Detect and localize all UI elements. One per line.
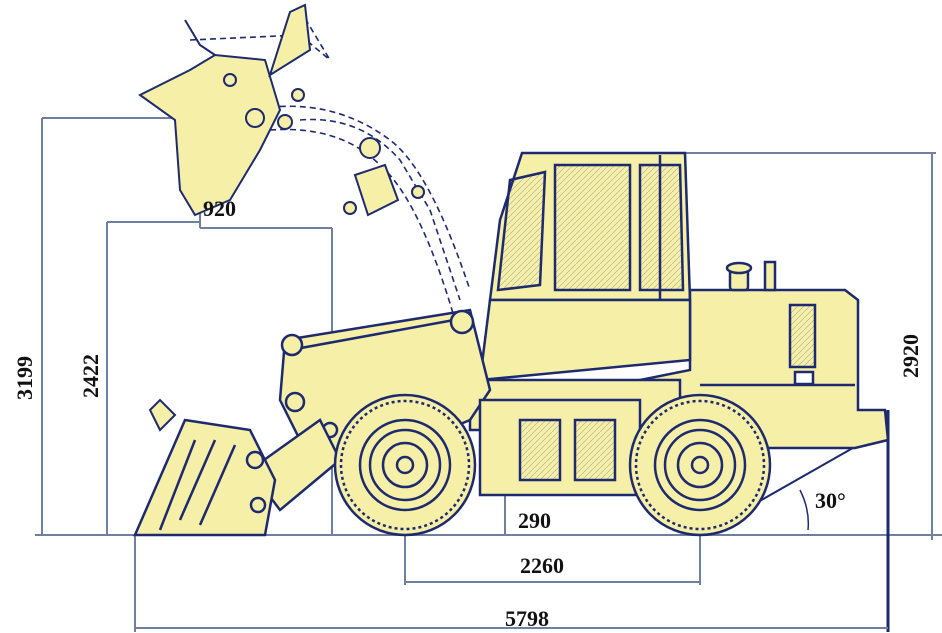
lowered-bucket: [133, 418, 277, 537]
departure-angle-label: 30°: [815, 488, 846, 513]
frame: [478, 398, 642, 497]
dim-2422-label: 2422: [78, 354, 103, 398]
dim-920-label: 920: [203, 196, 236, 221]
front-wheel: [333, 393, 477, 537]
raised-bucket: [138, 3, 425, 432]
rear-wheel: [628, 393, 772, 537]
dim-2260-label: 2260: [520, 553, 564, 578]
cab: [488, 151, 692, 310]
dim-5798-label: 5798: [505, 606, 549, 631]
dim-2920-label: 2920: [898, 334, 923, 378]
dim-3199-label: 3199: [12, 356, 37, 400]
dim-290-label: 290: [518, 508, 551, 533]
